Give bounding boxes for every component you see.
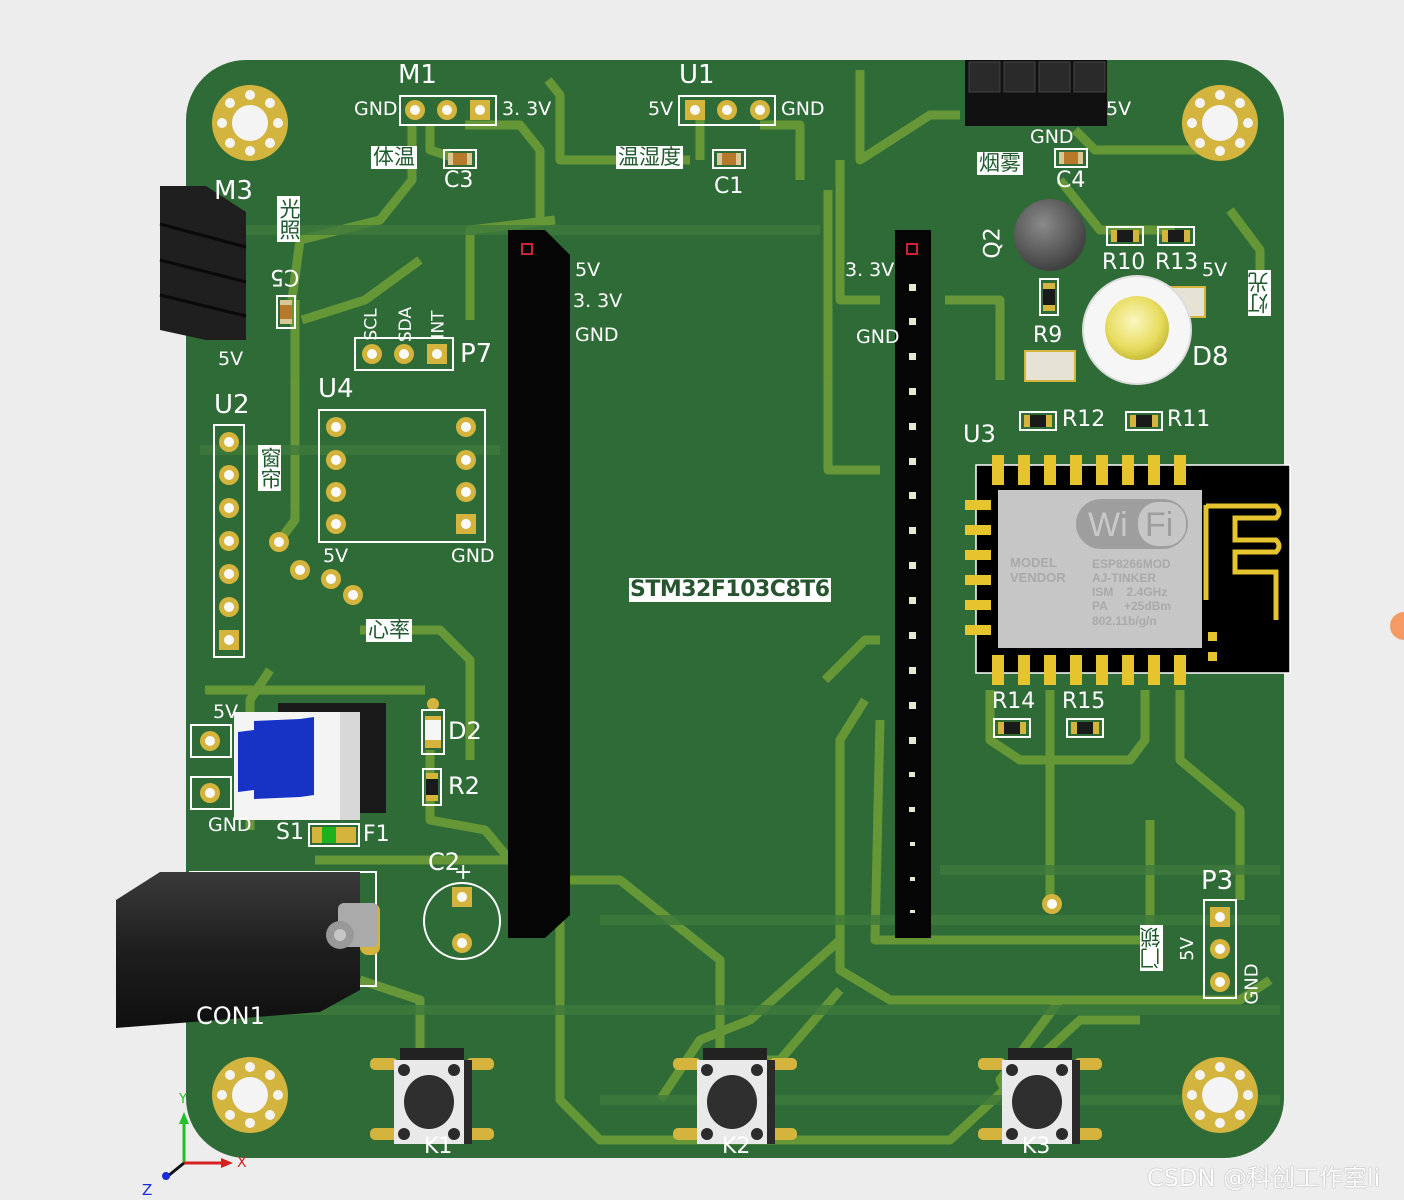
ref-r12: R12 (1062, 407, 1106, 432)
axis-y-label: Y (179, 1092, 187, 1107)
ref-r13: R13 (1155, 250, 1199, 275)
ref-c2: C2 (428, 848, 461, 876)
fuse (308, 823, 360, 847)
mcu-left-pin-5v: 5V (575, 259, 601, 281)
mounting-hole-bl (212, 1057, 288, 1133)
ref-k3: K3 (1022, 1134, 1051, 1159)
watermark: CSDN @科创工作室li (1147, 1164, 1381, 1192)
p7-pin-scl: SCL (361, 308, 382, 341)
p3-pin-5v: 5V (1176, 937, 1198, 961)
mounting-hole-tl (212, 85, 288, 161)
ref-c1: C1 (714, 174, 744, 199)
ref-q2: Q2 (980, 227, 1006, 259)
label-curtain: 窗帘 (258, 445, 282, 491)
esp-model-label: MODEL (1010, 555, 1057, 570)
u1-pin-gnd: GND (781, 98, 825, 120)
p3-pin-gnd: GND (1241, 963, 1263, 1005)
ref-p7: P7 (460, 339, 493, 369)
ref-u2: U2 (214, 390, 250, 420)
power-pin-gnd: GND (208, 814, 252, 836)
m3-header (159, 186, 247, 340)
esp8266-module (965, 455, 1291, 685)
esp-vendor-label: VENDOR (1010, 570, 1066, 586)
mcu-right-pin-gnd: GND (856, 326, 900, 348)
axis-gizmo (162, 1112, 233, 1180)
esp-vendor: AJ-TINKER (1092, 571, 1157, 586)
led-d2 (421, 698, 445, 755)
smoke-header (965, 60, 1107, 126)
u4-pin-gnd: GND (451, 545, 495, 567)
light-pin-5v: 5V (1202, 259, 1228, 281)
label-light-sensor: 光照 (277, 196, 301, 242)
ref-r2: R2 (448, 772, 480, 800)
label-door-lock: 门锁 (1139, 925, 1163, 971)
p7-pin-int: INT (428, 310, 449, 339)
mcu-left-pin-3v3: 3. 3V (573, 290, 623, 312)
ref-r10: R10 (1102, 250, 1146, 275)
dc-jack (116, 871, 380, 1028)
ref-m1: M1 (398, 60, 437, 90)
slide-switch (234, 703, 386, 820)
wifi-logo-fi: Fi (1145, 506, 1174, 544)
u4-pin-5v: 5V (323, 545, 349, 567)
axis-x-label: X (237, 1155, 247, 1171)
ref-c5: C5 (270, 264, 300, 289)
mounting-hole-tr (1182, 85, 1258, 161)
power-pin-5v: 5V (213, 701, 239, 723)
u1-pin-5v: 5V (648, 98, 674, 120)
mcu-left-header (508, 230, 570, 938)
ref-s1: S1 (276, 820, 304, 845)
mcu-right-header (895, 230, 931, 938)
ref-f1: F1 (363, 822, 390, 847)
smoke-pin-gnd: GND (1030, 126, 1074, 148)
ref-r15: R15 (1062, 689, 1106, 714)
p7-pin-sda: SDA (396, 306, 417, 343)
ref-k1: K1 (424, 1134, 453, 1159)
ref-m3: M3 (214, 176, 253, 206)
esp-model: ESP8266MOD (1092, 557, 1171, 571)
c2-polarity-plus: + (454, 860, 473, 885)
esp-model-vendor: MODEL VENDOR (1010, 555, 1066, 586)
ref-d8: D8 (1192, 342, 1229, 372)
ref-p3: P3 (1201, 866, 1234, 896)
mounting-hole-br (1182, 1057, 1258, 1133)
m1-pin-gnd: GND (354, 98, 398, 120)
ref-r9: R9 (1033, 323, 1063, 348)
mcu-right-pin-3v3: 3. 3V (845, 259, 895, 281)
esp-pa: PA +25dBm (1092, 599, 1172, 614)
smoke-pin-5v: 5V (1106, 98, 1132, 120)
label-heart-rate: 心率 (366, 618, 412, 642)
ref-r11: R11 (1167, 407, 1211, 432)
mcu-label: STM32F103C8T6 (629, 577, 831, 602)
ref-u1: U1 (679, 60, 715, 90)
ref-con1: CON1 (196, 1002, 265, 1030)
label-smoke: 烟雾 (977, 151, 1023, 175)
m1-pin-3v3: 3. 3V (502, 98, 552, 120)
label-lighting: 灯光 (1247, 270, 1271, 316)
mcu-left-pin-gnd: GND (575, 324, 619, 346)
label-body-temp: 体温 (371, 145, 417, 169)
esp-specs: ESP8266MOD AJ-TINKER ISM 2.4GHz PA +25dB… (1092, 557, 1171, 628)
ref-c4: C4 (1056, 168, 1086, 193)
esp-ism: ISM 2.4GHz (1092, 585, 1168, 600)
label-temp-humidity: 温湿度 (616, 145, 683, 169)
esp-protocol: 802.11b/g/n (1092, 613, 1157, 628)
ref-d2: D2 (448, 717, 482, 745)
axis-z-label: Z (142, 1181, 153, 1199)
wifi-logo-wi: Wi (1088, 506, 1128, 544)
ref-c3: C3 (444, 168, 474, 193)
ref-r14: R14 (992, 689, 1036, 714)
ref-u3: U3 (963, 420, 996, 448)
ref-u4: U4 (318, 374, 354, 404)
ref-k2: K2 (722, 1134, 751, 1159)
m3-pin-5v: 5V (218, 348, 244, 370)
